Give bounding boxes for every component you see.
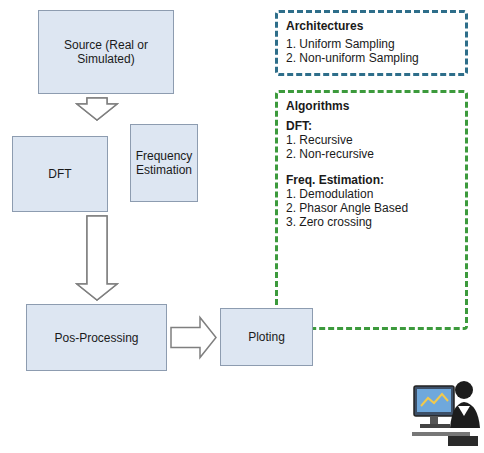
- panel-line: 1. Uniform Sampling: [286, 37, 457, 51]
- box-label: Frequency Estimation: [135, 149, 193, 177]
- block-arrow: [77, 98, 117, 120]
- panel-line: 2. Non-uniform Sampling: [286, 51, 457, 65]
- panel-heading: Algorithms: [286, 99, 457, 113]
- panel-line: Freq. Estimation:: [286, 173, 457, 187]
- info-panel: Architectures 1. Uniform Sampling2. Non-u…: [275, 10, 468, 76]
- box-label: Ploting: [248, 330, 285, 344]
- panel-line: 2. Phasor Angle Based: [286, 201, 457, 215]
- block-arrow: [171, 318, 216, 358]
- box-label: DFT: [48, 167, 71, 181]
- panel-line: 1. Demodulation: [286, 187, 457, 201]
- block-arrow: [77, 216, 117, 300]
- process-box: Pos-Processing: [26, 304, 167, 371]
- panel-line: 2. Non-recursive: [286, 147, 457, 161]
- box-label: Pos-Processing: [54, 331, 138, 345]
- process-box: Ploting: [220, 308, 313, 366]
- panel-line: 1. Recursive: [286, 133, 457, 147]
- block-arrow: [77, 216, 117, 300]
- block-arrow: [77, 98, 117, 120]
- process-box: Frequency Estimation: [130, 124, 198, 202]
- process-box: Source (Real or Simulated): [38, 10, 174, 94]
- panel-line: DFT:: [286, 119, 457, 133]
- box-label: Source (Real or Simulated): [43, 38, 169, 66]
- info-panel: AlgorithmsDFT:1. Recursive2. Non-recursi…: [275, 90, 468, 330]
- panel-line: 3. Zero crossing: [286, 215, 457, 229]
- process-box: DFT: [12, 136, 108, 212]
- panel-heading: Architectures: [286, 19, 457, 33]
- user-computer-icon: [412, 376, 482, 448]
